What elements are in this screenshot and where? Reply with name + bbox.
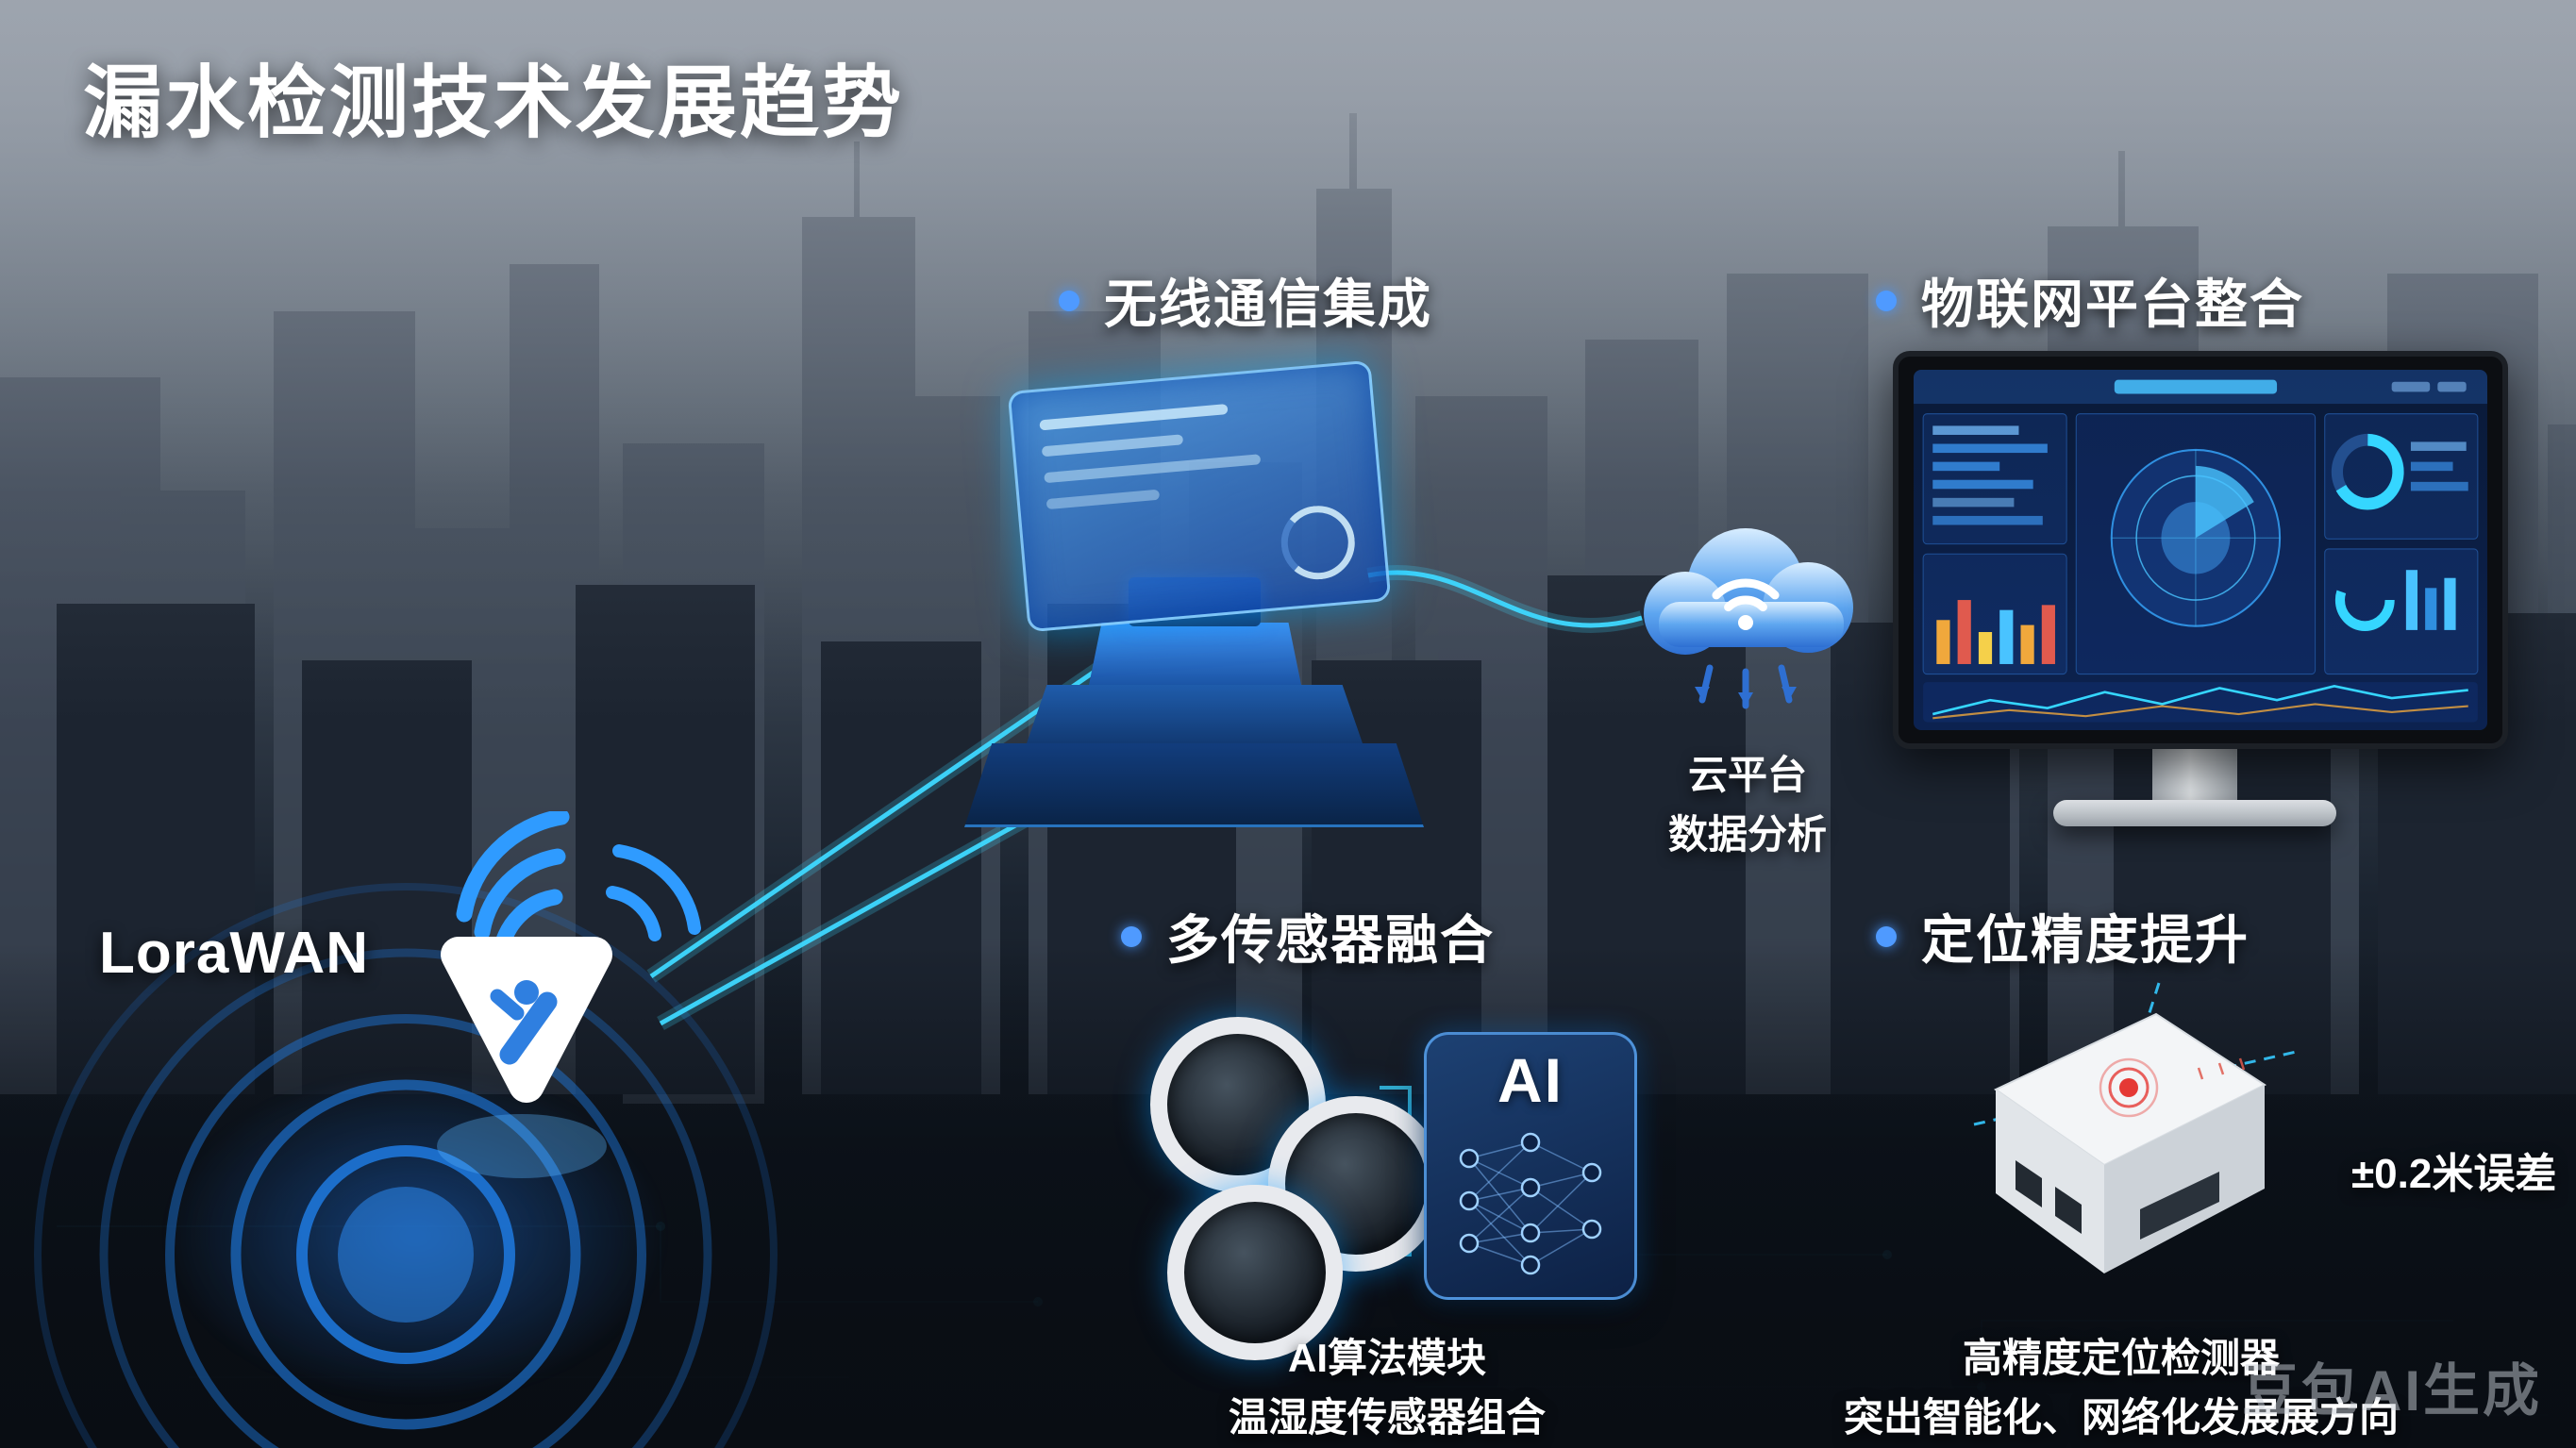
wifi-signal-left-icon (456, 811, 570, 959)
ai-module-box: AI (1424, 1032, 1637, 1300)
device-ports (2016, 1160, 2219, 1240)
lorawan-logo (441, 811, 701, 1103)
screen-text-bar (1039, 404, 1229, 431)
dashboard-monitor (1893, 351, 2508, 749)
screen-text-bar (1041, 434, 1184, 458)
section-label-sensors: 多传感器融合 (1166, 910, 1495, 970)
positioning-caption: 高精度定位检测器 突出智能化、网络化发展展方向 (1844, 1328, 2399, 1447)
bullet-icon (1059, 290, 1079, 311)
cloud-icon (1644, 528, 1853, 709)
hologram-platform-top (1089, 623, 1301, 685)
wifi-signal-right-icon (606, 844, 701, 941)
cloud-caption-line1: 云平台 (1687, 753, 1808, 797)
sensors-caption: AI算法模块 温湿度传感器组合 (1229, 1328, 1546, 1447)
sensors-caption-line2: 温湿度传感器组合 (1228, 1395, 1547, 1440)
section-label-iot: 物联网平台整合 (1921, 275, 2304, 334)
dashboard-bar-chart (1936, 600, 2055, 664)
accuracy-label: ±0.2米误差 (2351, 1151, 2557, 1197)
wifi-dot (1738, 615, 1753, 630)
positioning-caption-line2: 突出智能化、网络化发展展方向 (1843, 1395, 2400, 1440)
screen-text-bar (1045, 489, 1161, 510)
sensors-caption-line1: AI算法模块 (1287, 1336, 1487, 1380)
dashboard-screen (1914, 370, 2487, 730)
screen-text-bar (1044, 454, 1262, 484)
monitor-stand-base (2053, 800, 2336, 826)
page-title: 漏水检测技术发展趋势 (83, 58, 905, 147)
triangle-logo-badge (441, 937, 612, 1103)
section-header-wireless: 无线通信集成 (1059, 262, 1432, 339)
section-label-wireless: 无线通信集成 (1104, 275, 1432, 334)
bullet-icon (1876, 925, 1897, 947)
bullet-icon (1121, 925, 1142, 947)
dashboard-title-bar (2114, 379, 2278, 394)
lorawan-label: LoraWAN (99, 921, 369, 986)
neural-network-icon (1459, 1132, 1602, 1275)
positioning-caption-line1: 高精度定位检测器 (1962, 1336, 2281, 1380)
section-header-iot: 物联网平台整合 (1876, 262, 2304, 339)
section-header-positioning: 定位精度提升 (1876, 898, 2250, 974)
rain-arrows-icon (1695, 664, 1797, 709)
ai-badge: AI (1497, 1045, 1564, 1115)
dashboard-left-panel (1922, 413, 2067, 675)
wifi-arcs-icon (1712, 578, 1780, 612)
hologram-screen (1007, 359, 1392, 633)
hologram-platform-bottom (964, 743, 1424, 827)
dashboard-right-panel (2324, 413, 2479, 675)
section-label-positioning: 定位精度提升 (1921, 910, 2250, 970)
cloud-caption: 云平台 数据分析 (1668, 745, 1827, 864)
watermark: 豆包AI生成 (2242, 1359, 2542, 1423)
dashboard-line-chart (1923, 682, 2478, 723)
logo-glow-pool (437, 1114, 607, 1178)
dashboard-radar-panel (2075, 413, 2317, 675)
scale-ticks (2197, 1057, 2246, 1080)
positioning-device (1973, 982, 2301, 1273)
dashboard-graphics (1914, 370, 2487, 723)
target-red-dot (2099, 1057, 2159, 1118)
section-header-sensors: 多传感器融合 (1121, 898, 1495, 974)
bullet-icon (1876, 290, 1897, 311)
monitor-stand-neck (2152, 738, 2237, 806)
cloud-caption-line2: 数据分析 (1667, 812, 1828, 857)
screen-gauge-icon (1278, 502, 1359, 583)
hologram-platform-middle (1027, 685, 1363, 743)
